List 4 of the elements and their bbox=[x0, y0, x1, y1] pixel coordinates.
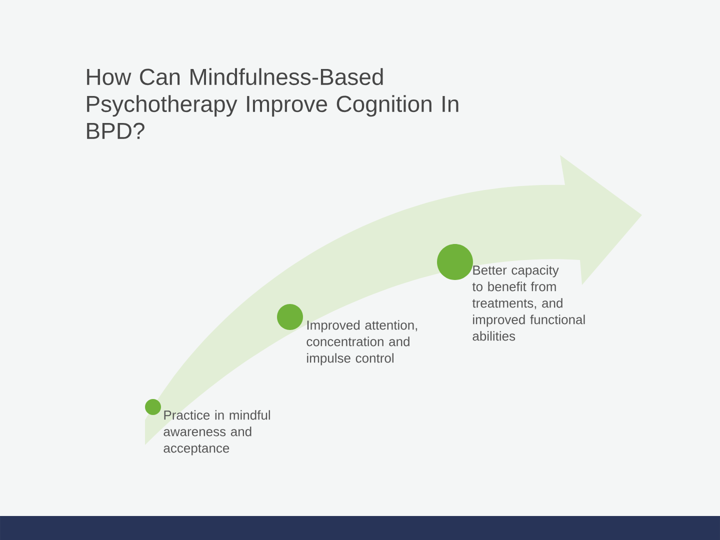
slide-title: How Can Mindfulness-Based Psychotherapy Improve Cognition In BPD? bbox=[87, 68, 458, 139]
step-text: Better capacity to benefit from treatments, and improved functional abilities bbox=[472, 265, 585, 341]
step-text: Improved attention, concentration and impulse control bbox=[306, 320, 418, 366]
step-text: Practice in mindful awareness and acceptance bbox=[164, 410, 270, 456]
